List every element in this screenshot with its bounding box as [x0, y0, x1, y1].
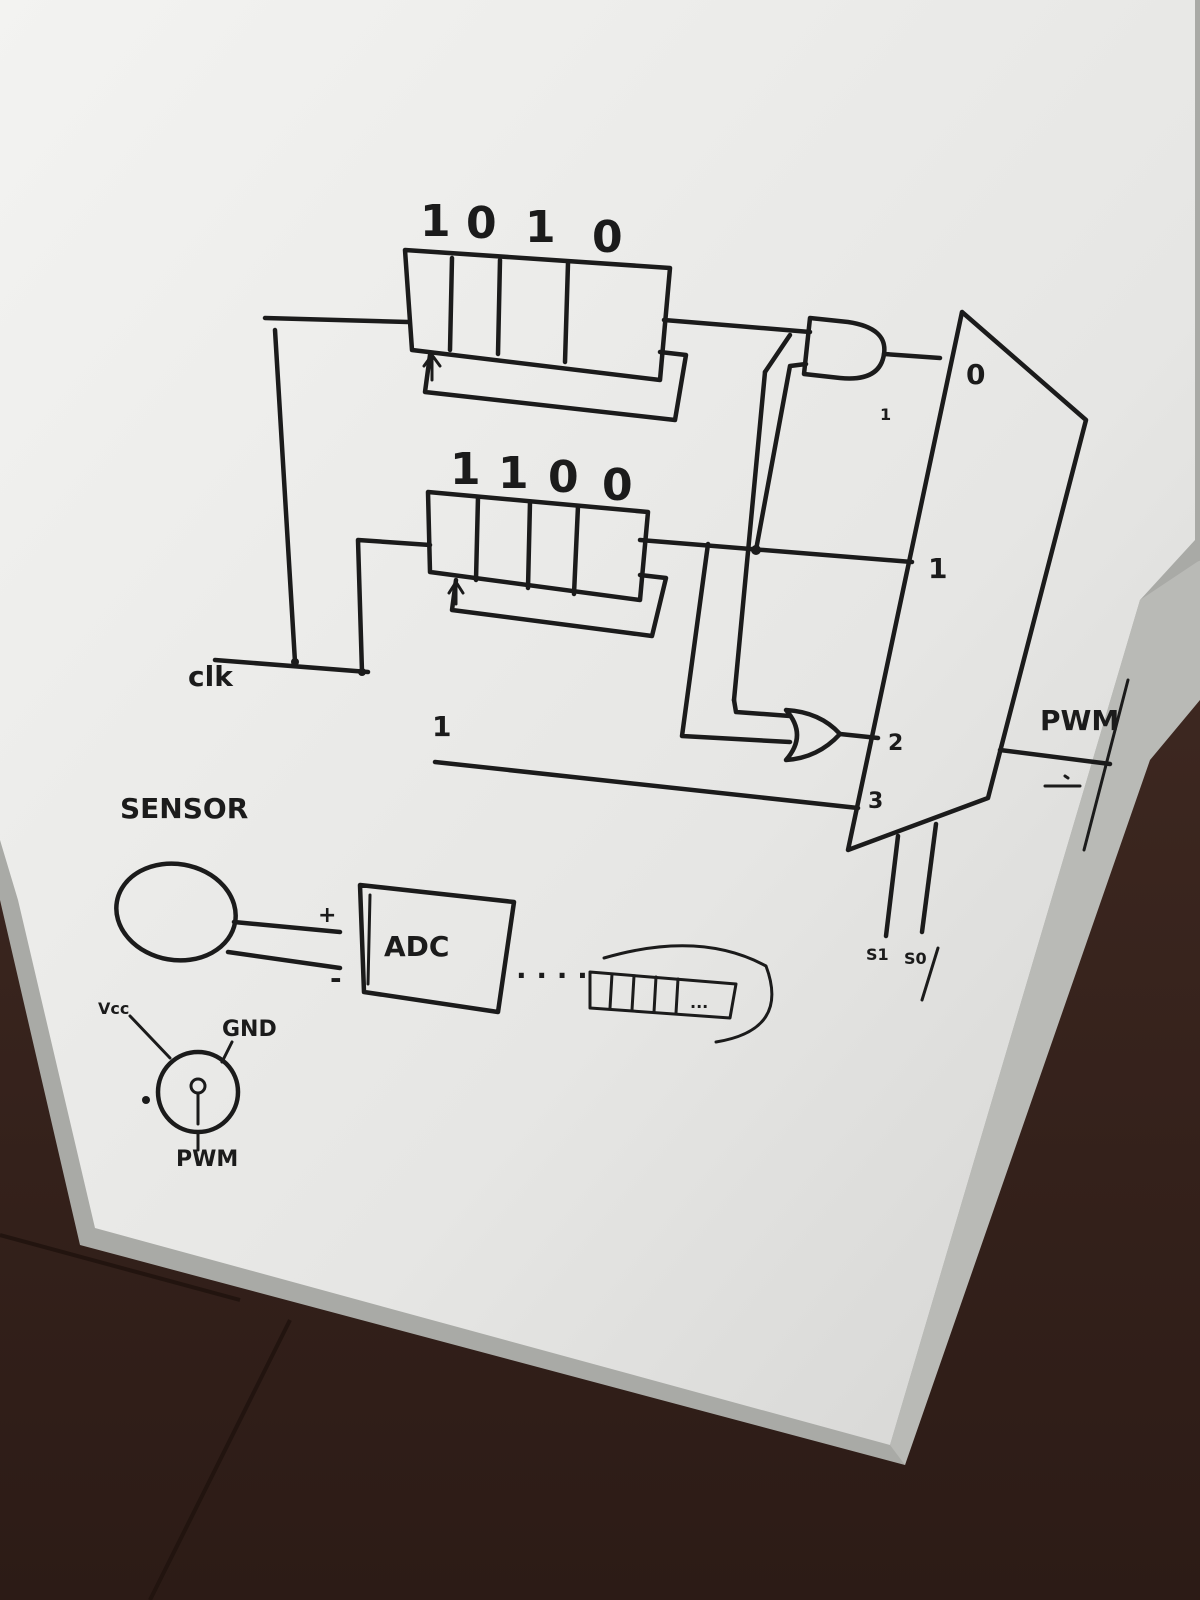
- servo-pwm-label: PWM: [176, 1147, 238, 1172]
- pwm-output-label: PWM: [1040, 704, 1119, 737]
- bit-label: 0: [592, 212, 623, 263]
- wire: [753, 361, 809, 553]
- sensor-block: SENSOR + -: [114, 792, 343, 995]
- arrow-up-icon: [422, 353, 442, 368]
- adc-border: [366, 893, 372, 986]
- register-divider: [473, 494, 481, 583]
- board-scribble: [1082, 678, 1130, 852]
- register-box: [402, 247, 673, 383]
- board-surface: [0, 0, 1195, 1445]
- adc-output-dots: · · · ·: [516, 959, 588, 992]
- bit-label: 0: [548, 452, 579, 503]
- vcc-wire: [128, 1014, 172, 1060]
- small-one-label: 1: [880, 405, 891, 424]
- plus-sign: +: [318, 903, 336, 928]
- mark: [1063, 774, 1070, 780]
- middle-shift-register: [355, 489, 669, 675]
- wire: [731, 369, 768, 703]
- select-line: [883, 833, 901, 939]
- constant-input: 1: [432, 710, 861, 811]
- buffer-dots: ...: [690, 993, 708, 1012]
- register-divider: [562, 260, 571, 365]
- select-label: S0: [904, 949, 927, 968]
- ground-mark: [920, 946, 940, 1002]
- junction-dot: [291, 658, 299, 666]
- bit-label: 1: [420, 196, 451, 247]
- mux-input-label: 1: [928, 552, 947, 585]
- arrow-up-icon: [447, 580, 465, 595]
- middle-output-wiring: [637, 537, 915, 745]
- wire: [762, 332, 793, 375]
- buffer-divider: [652, 975, 658, 1014]
- gnd-wire: [220, 1040, 234, 1064]
- register-divider: [447, 255, 455, 353]
- floor-seam: [148, 1319, 292, 1600]
- wire: [432, 759, 861, 811]
- middle-register-bits: 1 1 0 0: [450, 444, 633, 511]
- wire: [661, 317, 813, 335]
- mux-input-label: 2: [888, 731, 903, 756]
- gnd-label: GND: [222, 1017, 277, 1042]
- pwm-output-wire: [997, 747, 1113, 767]
- input-wire: [262, 315, 411, 325]
- clock-wire: [272, 327, 298, 665]
- bit-label: 0: [466, 198, 497, 249]
- and-gate: 1: [661, 315, 943, 703]
- sensor-label: SENSOR: [120, 792, 248, 825]
- buffer-divider: [674, 977, 680, 1015]
- bit-label: 1: [498, 448, 529, 499]
- mux-body: [845, 309, 1089, 853]
- clock-wiring: clk: [188, 327, 371, 693]
- register-divider: [571, 503, 581, 597]
- feedback-wire: [422, 349, 689, 423]
- adc-block: ADC · · · ·: [357, 882, 588, 1015]
- input-wire: [355, 537, 433, 675]
- select-label: S1: [866, 945, 889, 964]
- bit-label: 1: [525, 202, 556, 253]
- constant-one-label: 1: [432, 710, 451, 743]
- board-edge: [890, 560, 1200, 1465]
- select-line: [919, 821, 939, 935]
- junction-dot: [358, 668, 366, 676]
- wire: [637, 537, 915, 565]
- wire: [881, 351, 943, 361]
- mux-input-label: 3: [868, 789, 883, 814]
- servo-symbol: Vcc GND PWM: [98, 999, 277, 1172]
- buffer-arc: [602, 944, 774, 1044]
- sensor-lead: [231, 919, 343, 935]
- junction-dot: [751, 545, 761, 555]
- bit-label: 0: [602, 460, 633, 511]
- floor-seam: [0, 1233, 241, 1302]
- clk-label: clk: [188, 660, 234, 693]
- buffer-divider: [630, 974, 636, 1012]
- buffer-box: [588, 970, 738, 1020]
- mux-input-label: 0: [966, 358, 985, 391]
- adc-box: [357, 882, 517, 1015]
- minus-sign: -: [330, 962, 342, 995]
- adc-output-buffer: ...: [588, 944, 774, 1044]
- feedback-wire: [449, 572, 669, 639]
- clock-wire: [212, 657, 371, 675]
- multiplexer: 0 1 2 3 S1 S0 PWM: [845, 309, 1130, 1002]
- or-gate-body: [783, 707, 843, 763]
- top-register-bits: 1 0 1 0: [420, 196, 623, 263]
- bit-label: 1: [450, 444, 481, 495]
- wire: [731, 697, 793, 719]
- register-divider: [495, 257, 503, 357]
- ink-dot: [142, 1096, 150, 1104]
- top-shift-register: [262, 247, 689, 423]
- adc-label: ADC: [384, 930, 449, 963]
- vcc-label: Vcc: [98, 999, 129, 1018]
- buffer-divider: [608, 972, 614, 1010]
- wire: [679, 541, 793, 745]
- sensor-lead: [225, 949, 343, 971]
- register-divider: [525, 499, 533, 591]
